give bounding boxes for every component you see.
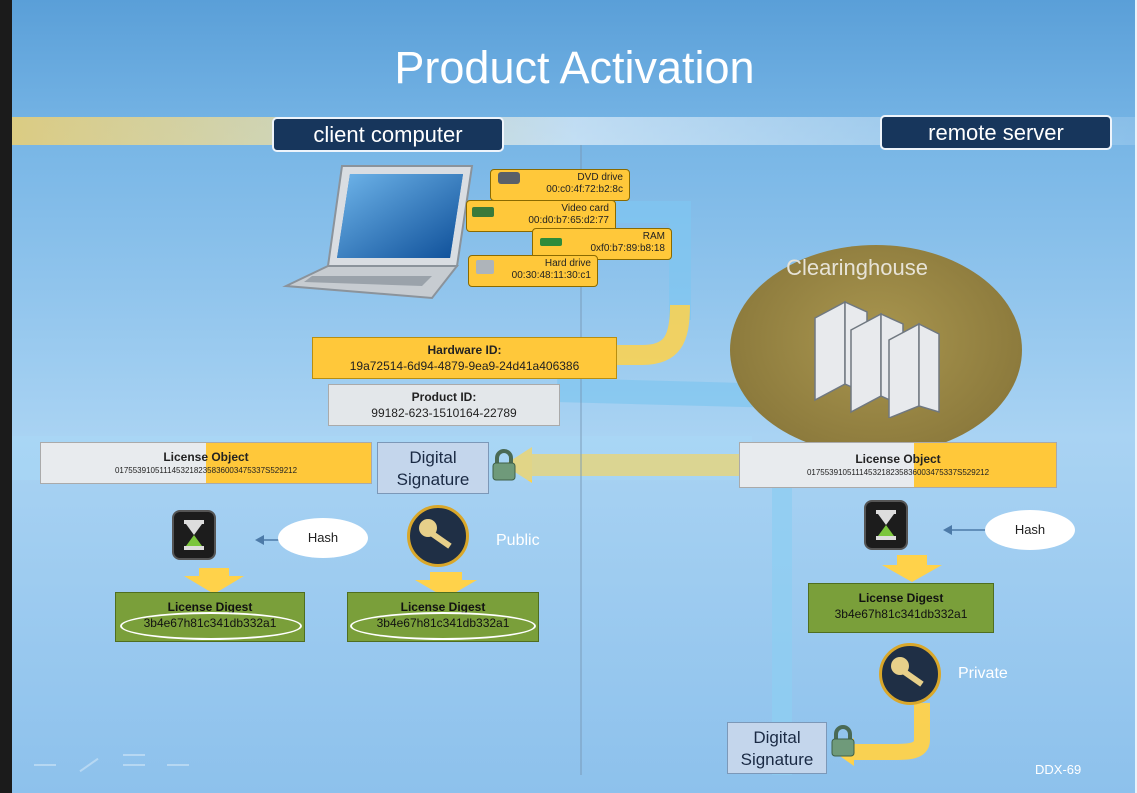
server-hash-bubble: Hash	[985, 510, 1075, 550]
server-license-digest: License Digest 3b4e67h81c341db332a1	[808, 583, 994, 633]
laptop-icon	[282, 165, 474, 300]
section-divider	[580, 145, 582, 775]
hard-drive-id: 00:30:48:11:30:c1	[511, 270, 591, 281]
clearinghouse-label: Clearinghouse	[786, 255, 928, 280]
digest-left-label: License Digest	[167, 600, 253, 614]
flow-hardware-down	[612, 201, 691, 320]
slide-number: DDX-69	[1035, 762, 1082, 777]
digest-left-highlight	[120, 612, 302, 640]
server-digest-value: 3b4e67h81c341db332a1	[834, 607, 968, 621]
video-card-id: 00:d0:b7:65:d2:77	[528, 215, 609, 226]
digest-right-label: License Digest	[400, 600, 486, 614]
ram-icon	[540, 238, 562, 246]
public-label: Public	[496, 532, 540, 549]
ram-name: RAM	[642, 231, 665, 242]
server-hourglass-icon	[864, 500, 908, 550]
public-key-icon	[407, 505, 469, 567]
padlock-icon	[490, 448, 518, 482]
private-label: Private	[958, 665, 1008, 682]
product-id-label: Product ID:	[411, 390, 477, 404]
video-card-name: Video card	[561, 203, 609, 214]
client-signature-line1: Digital	[409, 448, 457, 467]
menu-icon[interactable]	[122, 754, 145, 766]
slide-nav-controls[interactable]	[34, 752, 254, 773]
client-signature-line2: Signature	[396, 470, 470, 489]
dvd-drive-icon	[498, 172, 520, 184]
server-rack-icon	[814, 300, 940, 418]
client-digital-signature: Digital Signature	[377, 442, 489, 494]
hardware-id-value: 19a72514-6d94-4879-9ea9-24d41a406386	[349, 359, 580, 373]
slide: Product Activation client computer remot…	[12, 0, 1137, 793]
prev-slide-icon[interactable]	[34, 764, 56, 766]
slide-title: Product Activation	[394, 42, 755, 93]
server-digest-label: License Digest	[858, 591, 944, 605]
dvd-drive-id: 00:c0:4f:72:b2:8c	[546, 184, 623, 195]
server-digital-signature: Digital Signature	[727, 722, 827, 774]
private-key-icon	[879, 643, 941, 705]
product-id-value: 99182-623-1510164-22789	[371, 406, 517, 420]
client-license-object-label: License Object	[163, 450, 249, 464]
hard-drive-name: Hard drive	[544, 258, 591, 269]
server-padlock-icon	[829, 724, 857, 758]
hardware-id-label: Hardware ID:	[427, 343, 502, 357]
client-hash-bubble: Hash	[278, 518, 368, 558]
server-license-object-value: 0175539105111453218235836003475337S52921…	[806, 468, 990, 477]
server-signature-line2: Signature	[740, 750, 814, 769]
flow-yellow-to-hwid	[612, 304, 690, 365]
arrow-to-client-signature	[504, 447, 532, 483]
server-license-object-label: License Object	[855, 452, 941, 466]
digest-right-highlight	[350, 612, 536, 640]
client-license-object: License Object 0175539105111453218235836…	[40, 442, 372, 484]
client-license-object-value: 0175539105111453218235836003475337S52921…	[114, 466, 298, 475]
next-slide-icon[interactable]	[167, 764, 190, 766]
video-card-icon	[472, 207, 494, 217]
server-license-object: License Object 0175539105111453218235836…	[739, 442, 1057, 488]
remote-server-label: remote server	[880, 115, 1112, 150]
ram-id: 0xf0:b7:89:b8:18	[590, 243, 665, 254]
dvd-drive-name: DVD drive	[577, 172, 623, 183]
hardware-id-box: Hardware ID: 19a72514-6d94-4879-9ea9-24d…	[312, 337, 617, 379]
client-hourglass-icon	[172, 510, 216, 560]
server-signature-line1: Digital	[753, 728, 801, 747]
client-computer-label: client computer	[272, 117, 504, 152]
hard-drive-icon	[476, 260, 494, 274]
product-id-box: Product ID: 99182-623-1510164-22789	[328, 384, 560, 426]
